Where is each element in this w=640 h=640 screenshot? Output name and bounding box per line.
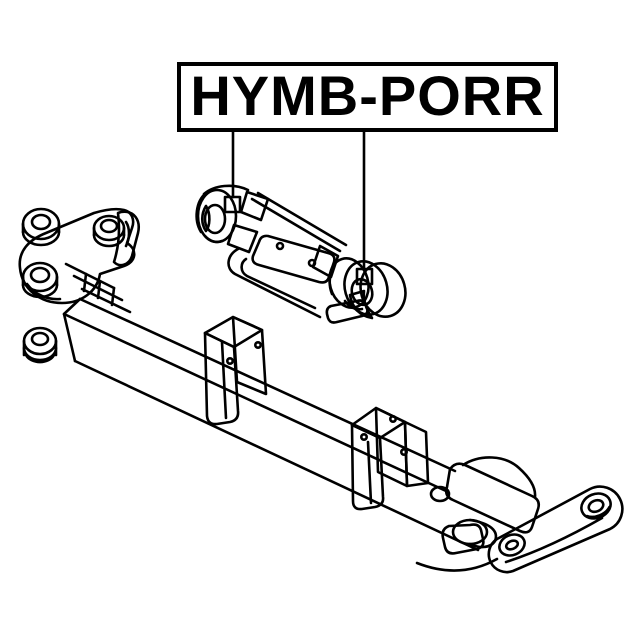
arm-nut-icon — [498, 533, 526, 557]
nut-icon — [92, 214, 126, 248]
mount-arm-right-bushing — [328, 257, 407, 320]
end-bracket-arm — [415, 456, 624, 574]
right-u-bracket — [350, 406, 430, 511]
part-number-text: HYMB-PORR — [190, 63, 545, 127]
nut-icon — [21, 261, 59, 299]
mounting-nuts — [21, 207, 126, 364]
part-number-box: HYMB-PORR — [177, 62, 558, 132]
arm-nut-icon — [580, 492, 612, 520]
callout-leaders — [223, 129, 374, 286]
mount-arm-left-bushing — [195, 188, 238, 244]
center-u-bracket — [203, 315, 268, 426]
nut-icon — [21, 207, 61, 247]
left-mounting-plate — [18, 207, 140, 314]
crossmember-beam — [62, 297, 480, 552]
callout-marker-icon — [223, 195, 242, 214]
plate-shadow-tab — [112, 210, 140, 267]
nut-icon — [22, 326, 58, 364]
mount-arm-with-bushings — [195, 184, 407, 324]
callout-marker-icon — [355, 267, 374, 286]
beam-end-joint — [429, 485, 451, 503]
